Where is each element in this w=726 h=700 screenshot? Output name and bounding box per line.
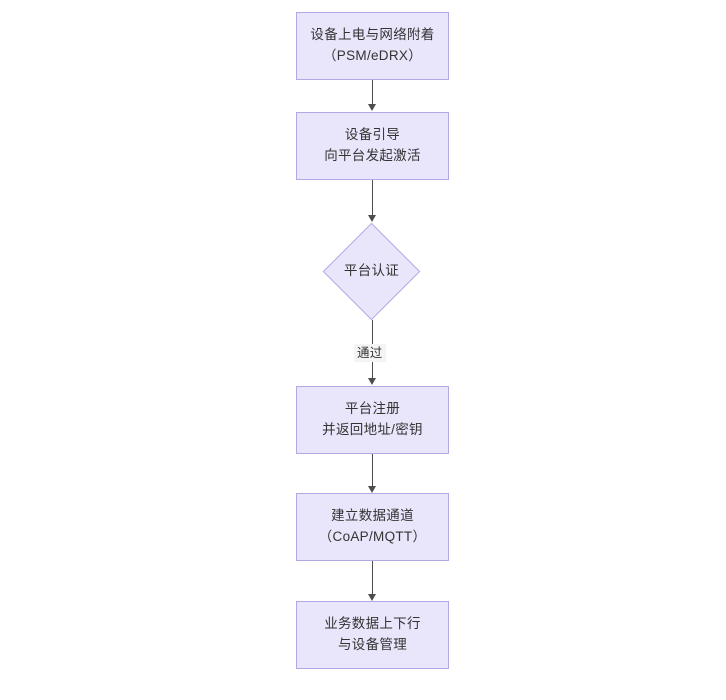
node-line-1: 设备引导	[344, 127, 401, 143]
node-line-1: 建立数据通道	[331, 508, 414, 524]
edge-n4-n5	[371, 454, 373, 487]
edge-n4-n5-arrowhead	[367, 486, 376, 493]
node-line-1: 设备上电与网络附着	[310, 27, 435, 43]
node-establish-data-channel[interactable]: 建立数据通道 （CoAP/MQTT）	[296, 493, 449, 561]
node-line-1: 平台认证	[343, 262, 400, 278]
edge-n3-n4-arrowhead	[367, 378, 376, 385]
edge-n2-n3-arrowhead	[367, 215, 376, 222]
node-business-data-and-device-mgmt[interactable]: 业务数据上下行 与设备管理	[296, 601, 449, 669]
edge-n5-n6-arrowhead	[367, 594, 376, 601]
node-line-1: 平台注册	[344, 401, 401, 417]
node-device-bootstrap[interactable]: 设备引导 向平台发起激活	[296, 112, 449, 180]
node-line-2: 并返回地址/密钥	[322, 422, 423, 437]
edge-n2-n3	[371, 180, 373, 216]
edge-n1-n2-arrowhead	[367, 104, 376, 111]
edge-n5-n6	[371, 561, 373, 594]
node-line-1: 业务数据上下行	[324, 616, 421, 632]
node-device-power-on[interactable]: 设备上电与网络附着 （PSM/eDRX）	[296, 12, 449, 80]
node-line-2: 向平台发起激活	[324, 148, 421, 163]
edge-n1-n2	[371, 80, 373, 105]
node-line-2: （PSM/eDRX）	[322, 48, 423, 63]
node-line-2: 与设备管理	[338, 637, 407, 652]
node-platform-auth-decision[interactable]: 平台认证	[322, 222, 421, 320]
node-platform-register[interactable]: 平台注册 并返回地址/密钥	[296, 386, 449, 454]
node-line-2: （CoAP/MQTT）	[318, 529, 427, 544]
edge-label-pass: 通过	[354, 344, 386, 363]
